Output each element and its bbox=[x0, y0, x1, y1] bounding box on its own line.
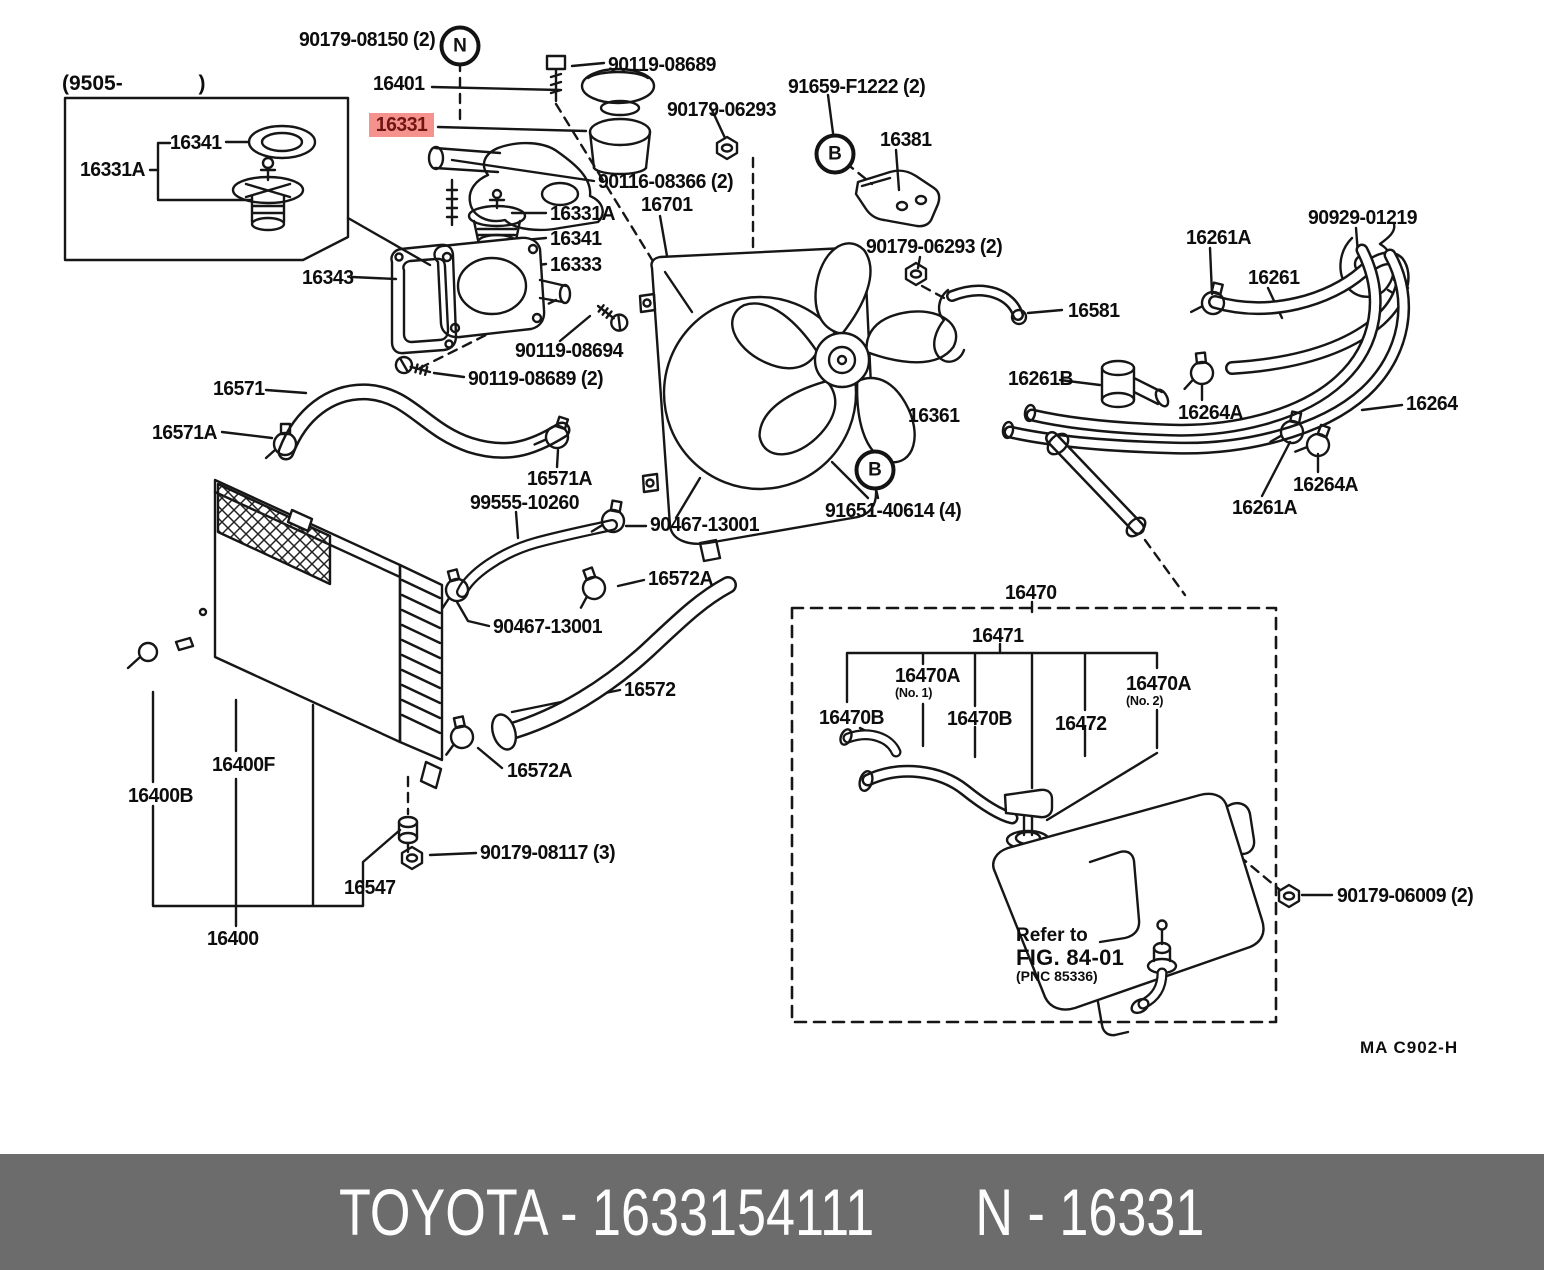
part-label-16472[interactable]: 16472 bbox=[1055, 713, 1107, 735]
refer-note: Refer to FIG. 84-01 (PNC 85336) bbox=[1016, 926, 1124, 984]
part-label-16400f[interactable]: 16400F bbox=[212, 754, 275, 776]
part-label-16571[interactable]: 16571 bbox=[213, 378, 265, 400]
part-label-16343[interactable]: 16343 bbox=[302, 267, 354, 289]
part-label-16341[interactable]: 16341 bbox=[550, 228, 602, 250]
part-label-16470b[interactable]: 16470B bbox=[819, 707, 885, 729]
part-label-90467-13001[interactable]: 90467-13001 bbox=[650, 514, 760, 536]
part-label-90179-06293-2[interactable]: 90179-06293 (2) bbox=[866, 236, 1003, 258]
part-label-16572a[interactable]: 16572A bbox=[507, 760, 573, 782]
part-label-16470[interactable]: 16470 bbox=[1005, 582, 1057, 604]
part-label-90467-13001[interactable]: 90467-13001 bbox=[493, 616, 603, 638]
part-label-90179-06009-2[interactable]: 90179-06009 (2) bbox=[1337, 885, 1474, 907]
part-label-16261a[interactable]: 16261A bbox=[1232, 497, 1298, 519]
production-note: (9505- ) bbox=[62, 72, 206, 95]
part-label-16331a[interactable]: 16331A bbox=[550, 203, 616, 225]
part-label-90119-08689[interactable]: 90119-08689 bbox=[608, 54, 716, 76]
part-label-90116-08366-2[interactable]: 90116-08366 (2) bbox=[598, 171, 734, 193]
callout-circle-b[interactable]: B bbox=[814, 133, 856, 175]
part-label-91651-40614-4[interactable]: 91651-40614 (4) bbox=[825, 500, 962, 522]
part-label-90179-08117-3[interactable]: 90179-08117 (3) bbox=[480, 842, 616, 864]
part-label-16261a[interactable]: 16261A bbox=[1186, 227, 1252, 249]
footer-bar: TOYOTA - 1633154111 N - 16331 bbox=[0, 1154, 1544, 1270]
part-label-16470a[interactable]: 16470A(No. 2) bbox=[1126, 673, 1192, 709]
part-label-sub-no-1: (No. 1) bbox=[895, 685, 933, 701]
callout-circle-b[interactable]: B bbox=[854, 449, 896, 491]
part-label-16400[interactable]: 16400 bbox=[207, 928, 259, 950]
part-label-99555-10260[interactable]: 99555-10260 bbox=[470, 492, 580, 514]
diagram-drawing bbox=[63, 43, 1411, 1037]
part-label-16333[interactable]: 16333 bbox=[550, 254, 602, 276]
part-label-90119-08689-2[interactable]: 90119-08689 (2) bbox=[468, 368, 604, 390]
footer-figure-ref: N - 16331 bbox=[975, 1175, 1205, 1249]
part-label-16261b[interactable]: 16261B bbox=[1008, 368, 1074, 390]
part-label-90179-08150-2[interactable]: 90179-08150 (2) bbox=[299, 29, 436, 51]
part-label-16361[interactable]: 16361 bbox=[908, 405, 960, 427]
part-label-16401[interactable]: 16401 bbox=[373, 73, 425, 95]
part-label-16400b[interactable]: 16400B bbox=[128, 785, 194, 807]
part-label-91659-f1222-2[interactable]: 91659-F1222 (2) bbox=[788, 76, 926, 98]
refer-note-line2: FIG. 84-01 bbox=[1016, 944, 1125, 970]
part-label-16264a[interactable]: 16264A bbox=[1178, 402, 1244, 424]
part-label-16471[interactable]: 16471 bbox=[972, 625, 1024, 647]
refer-note-line3: (PNC 85336) bbox=[1016, 968, 1098, 985]
part-label-16581[interactable]: 16581 bbox=[1068, 300, 1120, 322]
part-label-16571a[interactable]: 16571A bbox=[527, 468, 593, 490]
part-label-90119-08694[interactable]: 90119-08694 bbox=[515, 340, 623, 362]
refer-note-line1: Refer to bbox=[1016, 925, 1088, 946]
part-label-16331[interactable]: 16331 bbox=[369, 113, 435, 138]
part-label-16470a[interactable]: 16470A(No. 1) bbox=[895, 665, 961, 701]
part-label-16701[interactable]: 16701 bbox=[641, 194, 693, 216]
plate-code: MA C902-H bbox=[1360, 1038, 1459, 1057]
part-label-16264[interactable]: 16264 bbox=[1406, 393, 1458, 415]
part-label-16572a[interactable]: 16572A bbox=[648, 568, 714, 590]
part-label-16547[interactable]: 16547 bbox=[344, 877, 396, 899]
part-label-16572[interactable]: 16572 bbox=[624, 679, 676, 701]
part-label-16264a[interactable]: 16264A bbox=[1293, 474, 1359, 496]
callout-circle-n[interactable]: N bbox=[439, 25, 481, 67]
part-label-sub-no-2: (No. 2) bbox=[1126, 693, 1164, 709]
part-label-16331a[interactable]: 16331A bbox=[80, 159, 146, 181]
part-label-16470b[interactable]: 16470B bbox=[947, 708, 1013, 730]
footer-text: TOYOTA - 1633154111 N - 16331 bbox=[339, 1174, 1204, 1250]
part-label-16381[interactable]: 16381 bbox=[880, 129, 932, 151]
part-label-16341[interactable]: 16341 bbox=[170, 132, 222, 154]
part-label-16261[interactable]: 16261 bbox=[1248, 267, 1300, 289]
part-label-16571a[interactable]: 16571A bbox=[152, 422, 218, 444]
part-label-90179-06293[interactable]: 90179-06293 bbox=[667, 99, 777, 121]
footer-part-number: TOYOTA - 1633154111 bbox=[339, 1175, 875, 1249]
part-label-90929-01219[interactable]: 90929-01219 bbox=[1308, 207, 1418, 229]
